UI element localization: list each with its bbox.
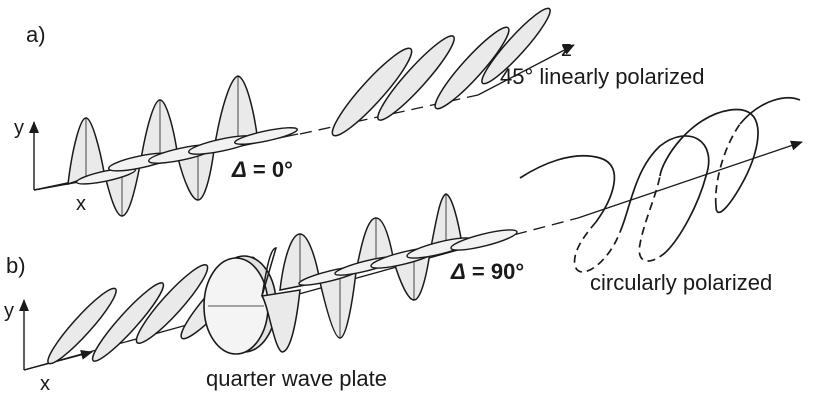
panel-b-y-label: y	[4, 300, 14, 322]
quarter-wave-plate-label: quarter wave plate	[206, 366, 387, 391]
panel-a-x-label: x	[76, 193, 86, 215]
panel-b-phase-symbol: Δ	[450, 259, 466, 284]
panel-a-horizontal-wave	[75, 127, 299, 185]
panel-a-tag: a)	[26, 22, 46, 47]
panel-a-y-label: y	[14, 117, 24, 139]
panel-a-caption: 45° linearly polarized	[500, 64, 704, 89]
panel-b-tag: b)	[6, 253, 26, 278]
panel-b-phase: Δ = 90°	[450, 259, 524, 284]
panel-a-z-label: z	[561, 36, 572, 61]
panel-b-vertical-hatch	[299, 194, 447, 338]
circular-helix	[519, 96, 801, 273]
panel-b-horizontal-wave	[298, 229, 518, 286]
panel-b-phase-value: = 90°	[466, 259, 524, 284]
panel-b: b) y x Δ = 90° circularly polarized quar…	[4, 96, 803, 395]
quarter-wave-plate	[203, 255, 277, 355]
panel-b-x-label: x	[40, 373, 50, 395]
panel-b-caption: circularly polarized	[590, 270, 772, 295]
panel-a: a) y x z Δ = 0° 45° linearly polarized	[14, 7, 704, 217]
panel-b-vertical-wave	[260, 193, 463, 353]
panel-a-diagonal-wave	[331, 7, 551, 137]
panel-a-phase: Δ = 0°	[231, 157, 293, 182]
panel-a-phase-value: = 0°	[247, 157, 293, 182]
panel-a-phase-symbol: Δ	[231, 157, 247, 182]
